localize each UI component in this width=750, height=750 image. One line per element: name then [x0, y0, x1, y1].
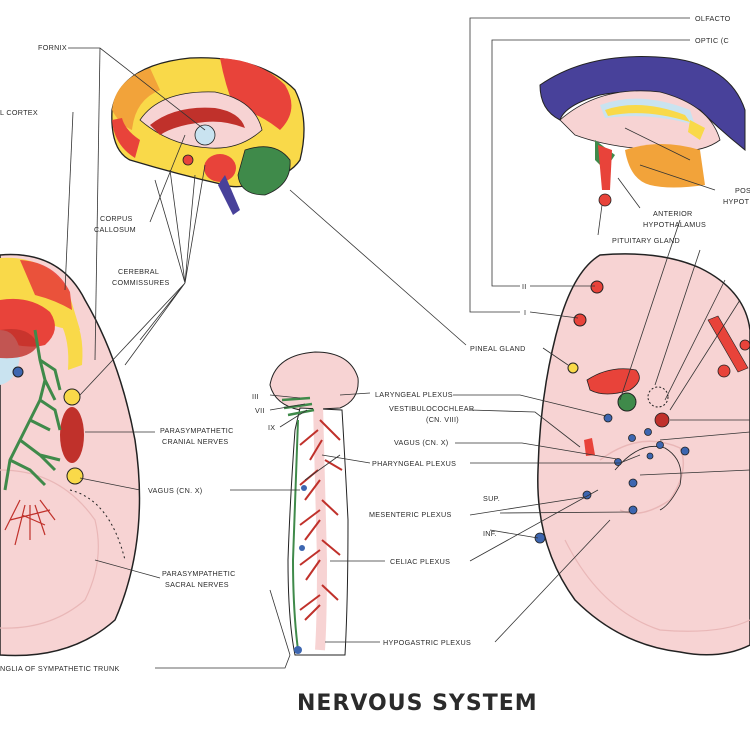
- detail-red-stalk: [598, 145, 612, 190]
- left-ganglion-blue: [12, 366, 24, 378]
- brain-pituitary-red: [182, 154, 194, 166]
- left-darkred-region: [0, 329, 38, 359]
- spine-ganglion-1: [301, 485, 307, 491]
- spine-cranial-green: [281, 396, 315, 417]
- left-green-nerves: [3, 329, 62, 491]
- brain-orange-front: [112, 68, 160, 130]
- left-cortex-red-upper: [20, 260, 72, 310]
- brain-corpus-callosum: [150, 107, 245, 135]
- right-red-bar: [707, 315, 749, 373]
- label-sympathetic-trunk: NGLIA OF SYMPATHETIC TRUNK: [0, 664, 120, 673]
- label-vagus-left: VAGUS (CN. X): [148, 486, 202, 495]
- spine-green-nerve: [291, 419, 299, 651]
- label-parasympathetic-cranial-1: PARASYMPATHETIC: [160, 426, 234, 435]
- sagittal-brain: [111, 57, 305, 215]
- label-vagus-right: VAGUS (CN. X): [394, 438, 448, 447]
- label-vestibulocochlear-1: VESTIBULOCOCHLEAR: [389, 404, 474, 413]
- spine-ganglion-3: [294, 646, 302, 654]
- label-anterior-hypothalamus-1: ANTERIOR: [653, 209, 693, 218]
- spine-ganglion-2: [299, 545, 305, 551]
- right-inner-curve-2: [599, 440, 685, 515]
- right-blue-ganglia: [534, 413, 690, 544]
- label-roman-vii: VII: [255, 406, 265, 415]
- label-hypogastric-plexus: HYPOGASTRIC PLEXUS: [383, 638, 471, 647]
- label-fornix: FORNIX: [38, 43, 67, 52]
- detail-pituitary: [598, 193, 612, 207]
- right-red-small: [584, 438, 595, 456]
- label-olfactory: OLFACTO: [695, 14, 731, 23]
- label-parasympathetic-cranial-2: CRANIAL NERVES: [162, 437, 229, 446]
- right-yellow-pineal: [567, 362, 579, 374]
- spine-brain-top: [269, 351, 359, 411]
- label-vestibulocochlear-2: (CN. VIII): [426, 415, 459, 424]
- left-body-section: [0, 253, 141, 657]
- right-dashed-circle: [647, 386, 669, 408]
- left-red-sacral-nerves: [4, 499, 56, 546]
- label-parasympathetic-sacral-2: SACRAL NERVES: [165, 580, 229, 589]
- label-roman-iii: III: [252, 392, 259, 401]
- label-inf: INF.: [483, 529, 497, 538]
- left-dotted-nerve: [69, 489, 126, 561]
- label-cerebral-cortex: L CORTEX: [0, 108, 38, 117]
- page-title: NERVOUS SYSTEM: [297, 691, 538, 716]
- label-cerebral-commissures-1: CEREBRAL: [118, 267, 159, 276]
- right-red-dot-1: [590, 280, 604, 294]
- label-laryngeal-plexus: LARYNGEAL PLEXUS: [375, 390, 453, 399]
- right-nerve-curve: [614, 445, 682, 511]
- right-red-dot-3: [717, 364, 731, 378]
- label-posterior-hypothalamus-1: POS: [735, 186, 750, 195]
- right-red-dot-2: [573, 313, 587, 327]
- left-ganglion-yellow-bottom: [66, 467, 84, 485]
- label-pharyngeal-plexus: PHARYNGEAL PLEXUS: [372, 459, 456, 468]
- detail-orange: [625, 144, 705, 188]
- label-parasympathetic-sacral-1: PARASYMPATHETIC: [162, 569, 236, 578]
- label-cerebral-commissures-2: COMMISSURES: [112, 278, 170, 287]
- hypothalamus-detail: [539, 56, 746, 207]
- label-mesenteric-plexus: MESENTERIC PLEXUS: [369, 510, 452, 519]
- brain-red-cortex: [220, 58, 292, 130]
- detail-yellow-small: [688, 120, 705, 140]
- brain-brainstem: [218, 175, 240, 215]
- brain-red-midbrain: [204, 154, 236, 182]
- label-corpus-callosum-2: CALLOSUM: [94, 225, 136, 234]
- label-pineal-gland: PINEAL GLAND: [470, 344, 526, 353]
- detail-inner-pink: [559, 90, 721, 152]
- labels: OLFACTO OPTIC (C FORNIX L CORTEX CORPUS …: [0, 14, 750, 716]
- label-corpus-callosum-1: CORPUS: [100, 214, 133, 223]
- label-roman-ix: IX: [268, 423, 275, 432]
- right-inner-curve: [564, 539, 750, 632]
- label-pituitary-gland: PITUITARY GLAND: [612, 236, 680, 245]
- brain-thalamus-blue: [194, 124, 216, 146]
- right-red-organ: [586, 368, 640, 395]
- label-posterior-hypothalamus-2: HYPOT: [723, 197, 750, 206]
- left-cortex-yellow-lower: [60, 310, 83, 370]
- label-optic: OPTIC (C: [695, 36, 729, 45]
- detail-yellow-band: [605, 105, 690, 122]
- right-body-section: [534, 253, 750, 656]
- label-anterior-hypothalamus-2: HYPOTHALAMUS: [643, 220, 706, 229]
- leader-lines: [64, 17, 750, 669]
- label-sup: SUP.: [483, 494, 500, 503]
- left-inner-curve: [0, 469, 99, 629]
- brain-red-front: [112, 118, 140, 158]
- label-roman-ii: II: [522, 282, 527, 291]
- label-celiac-plexus: CELIAC PLEXUS: [390, 557, 450, 566]
- right-green-ganglion: [617, 392, 637, 412]
- brain-cerebellum: [237, 146, 291, 196]
- left-ganglion-yellow-top: [63, 388, 81, 406]
- right-body-outline: [537, 253, 750, 656]
- left-cranial-nerve-red: [60, 407, 84, 463]
- right-red-dot-4: [739, 339, 750, 351]
- spinal-cord-section: [269, 351, 359, 656]
- right-dark-red-ganglion: [654, 412, 670, 428]
- label-roman-i: I: [524, 308, 526, 317]
